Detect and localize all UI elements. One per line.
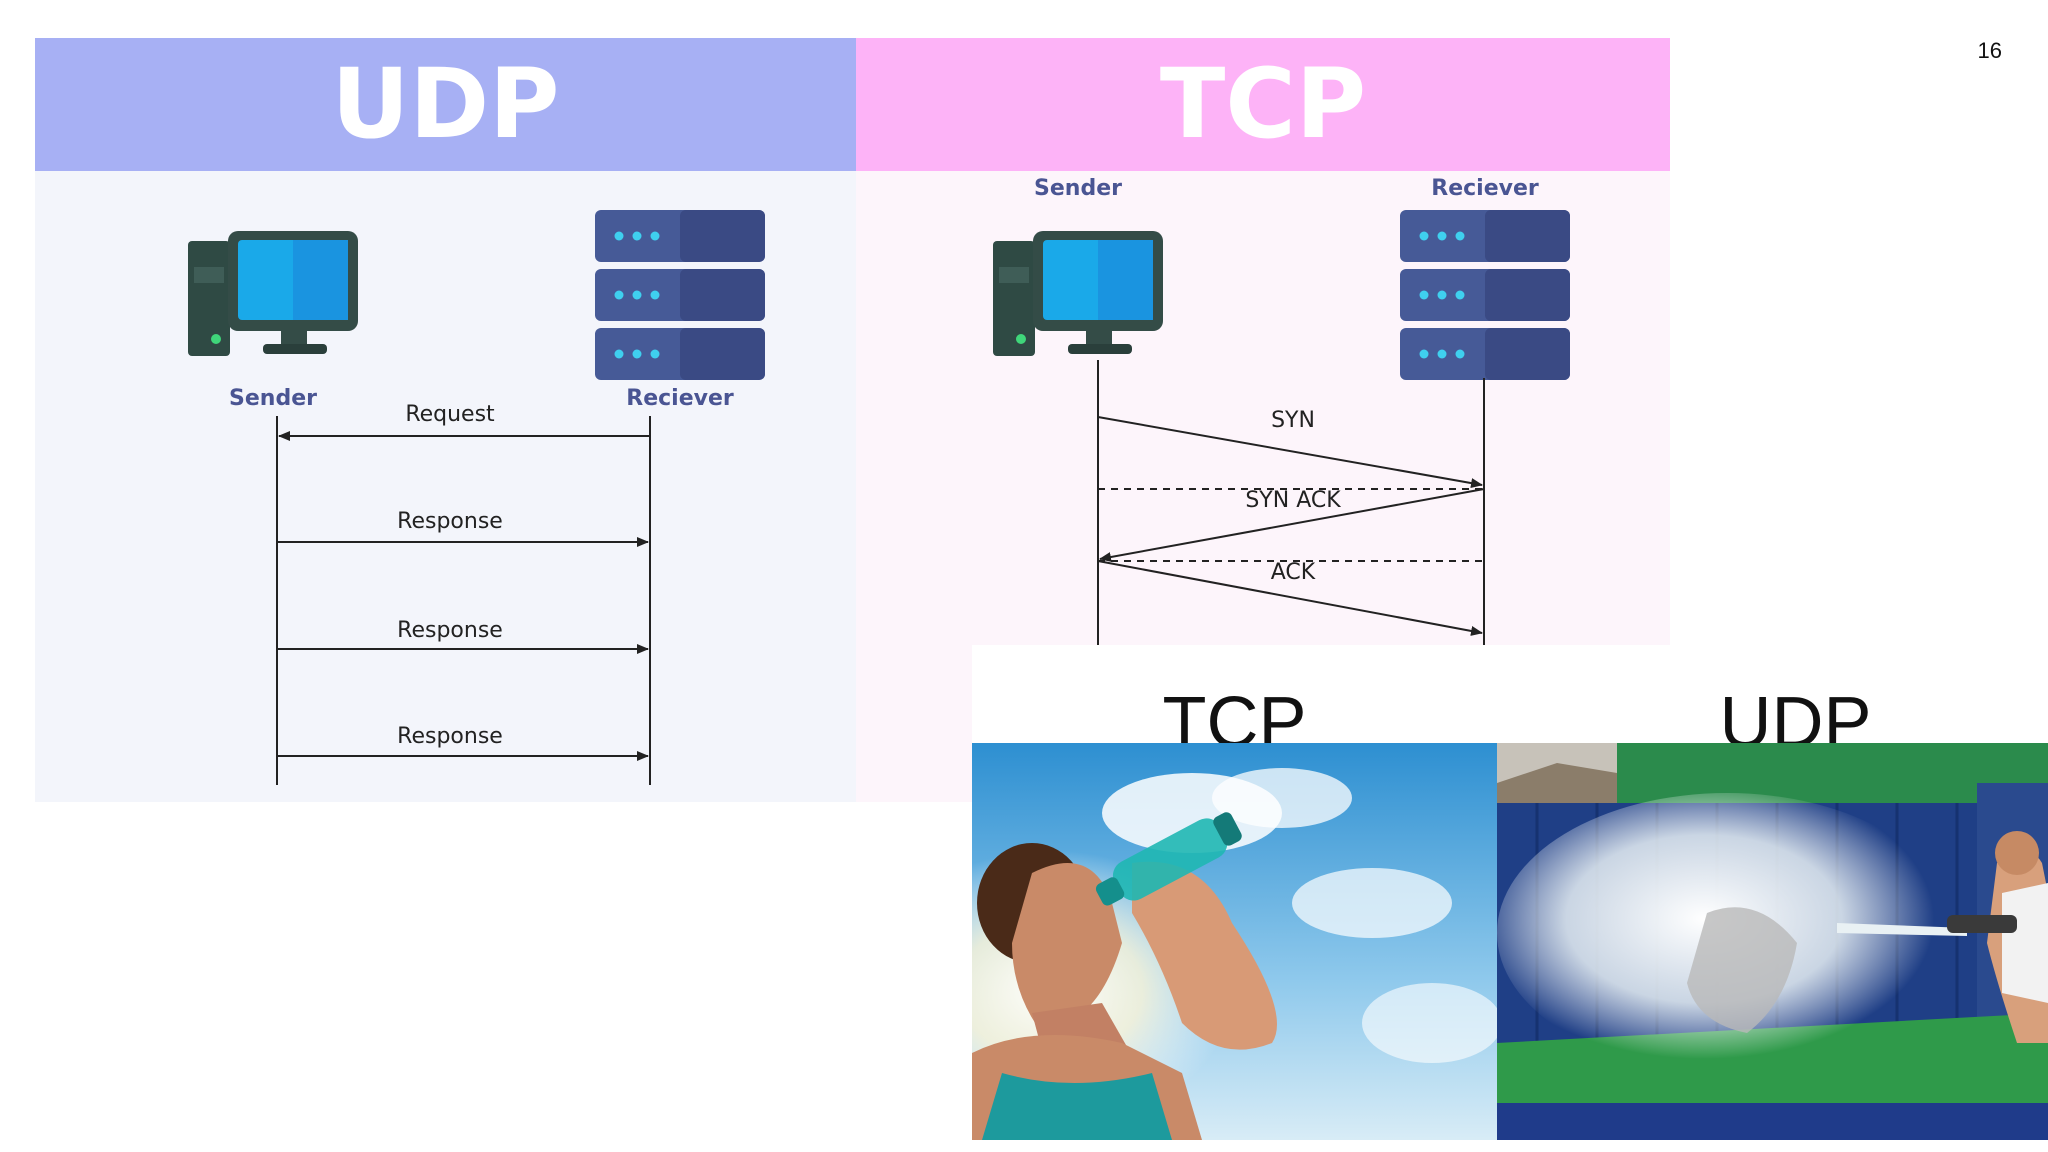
tcp-sender-computer-icon	[993, 231, 1163, 356]
udp-sender-label: Sender	[229, 386, 317, 411]
udp-receiver-label: Reciever	[626, 386, 734, 411]
tcp-sender-label: Sender	[1034, 176, 1122, 201]
tcp-syn-arrow	[1097, 416, 1483, 489]
udp-message-label: Response	[397, 618, 503, 643]
water-hose-blast-photo	[1497, 743, 2048, 1140]
udp-message-label: Response	[397, 724, 503, 749]
tcp-message-label: ACK	[1270, 560, 1316, 585]
udp-sender-computer-icon	[188, 231, 358, 356]
page-number: 16	[1977, 38, 2002, 63]
tcp-message-label: SYN ACK	[1245, 488, 1341, 513]
tcp-receiver-server-icon	[1400, 210, 1570, 380]
udp-title: UDP	[35, 38, 856, 171]
woman-drinking-bottle-photo	[972, 743, 1497, 1140]
tcp-ack-arrow	[1097, 560, 1483, 636]
tcp-title: TCP	[856, 38, 1670, 171]
udp-message-label: Request	[405, 402, 495, 427]
tcp-syn-ack-arrow	[1099, 488, 1485, 562]
tcp-message-label: SYN	[1271, 408, 1315, 433]
udp-receiver-server-icon	[595, 210, 765, 380]
photo-comparison-card: TCP UDP	[972, 645, 2048, 1152]
udp-message-label: Response	[397, 509, 503, 534]
tcp-receiver-label: Reciever	[1431, 176, 1539, 201]
